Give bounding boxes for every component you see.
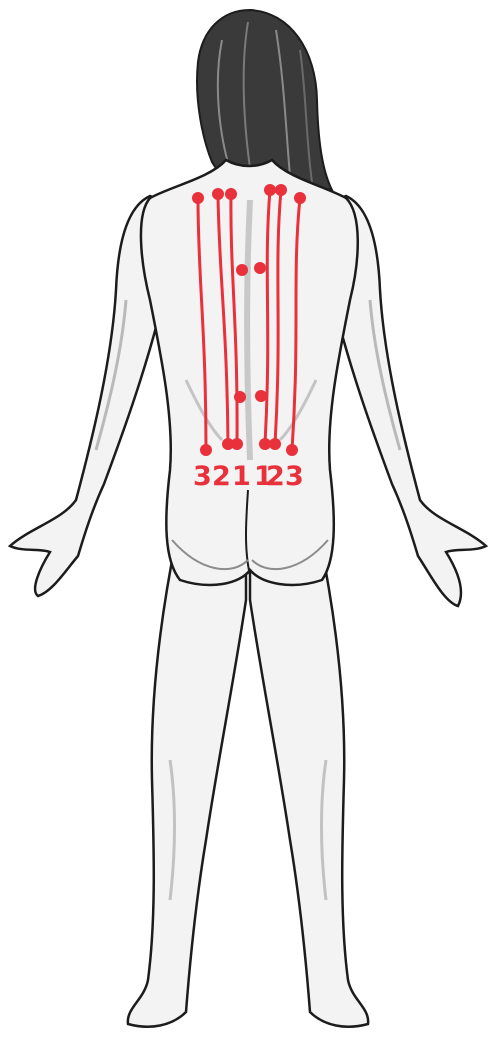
label-right-3: 3 [285,461,304,492]
left-line-3-point [200,444,212,456]
left-line-1-point [225,188,237,200]
right-line-2-point [269,438,281,450]
label-left-3: 3 [193,461,212,492]
right-line-1-point [264,184,276,196]
right-line-1-point [255,390,267,402]
left-line-1-point [236,264,248,276]
right-line-3-point [286,444,298,456]
left-line-1-point [234,391,246,403]
line-labels: 3 2 1 1 2 3 [193,461,304,492]
right-line-2-point [275,184,287,196]
left-line-1-point [231,438,243,450]
right-leg [250,540,368,1027]
right-line-1-point [254,262,266,274]
right-line-3-point [294,192,306,204]
left-line-3-point [192,192,204,204]
left-leg [128,540,246,1027]
label-left-1: 1 [232,461,251,492]
label-right-2: 2 [266,461,285,492]
left-line-2-point [212,188,224,200]
label-left-2: 2 [212,461,231,492]
torso [141,160,358,585]
